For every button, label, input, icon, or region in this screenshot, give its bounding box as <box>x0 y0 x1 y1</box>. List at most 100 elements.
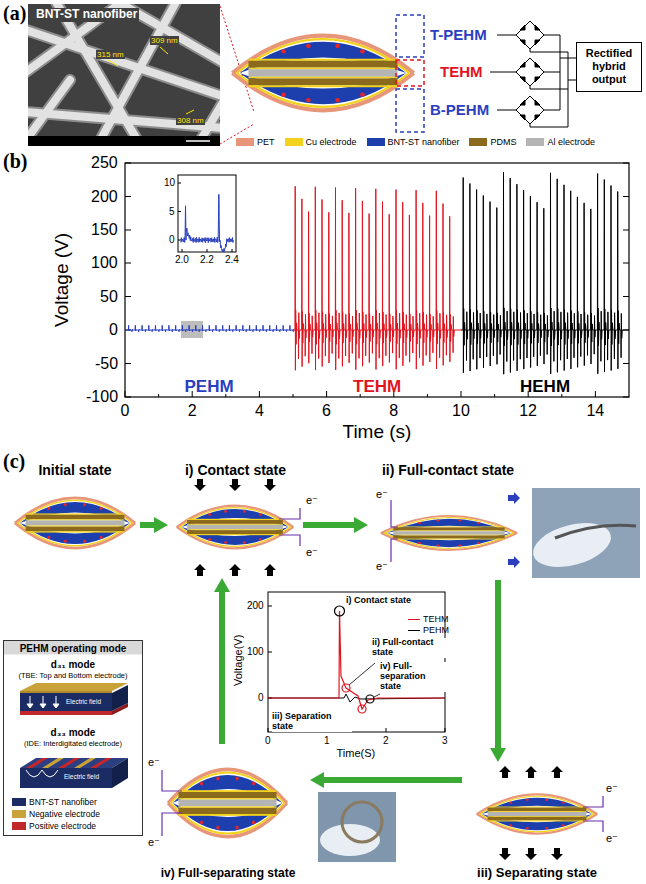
state-illustrations <box>162 813 182 836</box>
device-illustration <box>232 36 413 111</box>
inset-tick: 2.2 <box>200 254 214 266</box>
axis-title: Voltage (V) <box>51 233 73 327</box>
state-illustrations <box>551 766 563 778</box>
axis-tick: 12 <box>519 402 537 420</box>
electron-label: e⁻ <box>376 560 388 573</box>
state-illustrations <box>279 508 300 546</box>
state-illustrations <box>194 479 206 491</box>
state-illustrations <box>264 564 276 576</box>
state-illustrations <box>279 535 300 546</box>
state-illustration: iv) Full-separating state <box>146 744 310 880</box>
state-illustrations <box>177 506 293 549</box>
state-illustrations <box>15 498 135 548</box>
state-illustrations <box>162 770 182 791</box>
inset-chart <box>268 592 445 732</box>
dimension-label: 308 nm <box>176 116 205 125</box>
rectifier-circuit <box>568 80 576 81</box>
state-illustrations <box>194 564 206 576</box>
sem-image <box>28 136 220 146</box>
module-label: T-PEHM <box>430 26 487 43</box>
axis-tick: 1 <box>324 735 330 747</box>
state-title: Initial state <box>10 462 140 478</box>
state-illustrations <box>508 492 520 568</box>
mode-panel-art <box>4 641 143 789</box>
legend-text: Positive electrode <box>29 821 96 831</box>
axis-tick: 0 <box>121 402 130 420</box>
axis-tick: 0 <box>258 692 264 704</box>
state-illustrations <box>168 769 287 836</box>
rectifier-circuit <box>530 49 568 52</box>
legend-item: Positive electrode <box>12 821 96 831</box>
electron-label: e⁻ <box>306 546 318 559</box>
inset-tick: 2.0 <box>175 254 189 266</box>
axis-tick: 100 <box>91 254 118 272</box>
device-illustration <box>253 109 271 127</box>
axis-tick: 3 <box>442 735 448 747</box>
legend-item: BNT-ST nanofiber <box>367 137 460 147</box>
mode-panel-art <box>26 770 58 777</box>
rectifier-circuit <box>544 35 560 36</box>
sem-image <box>28 4 220 146</box>
legend-item: Cu electrode <box>285 137 357 147</box>
mode-panel-art <box>27 696 59 708</box>
sem-image <box>186 140 210 142</box>
electron-label: e⁻ <box>606 832 618 845</box>
inset-chart <box>358 705 366 713</box>
state-illustrations <box>583 796 603 832</box>
voltage-plot <box>181 194 233 252</box>
inset-chart <box>268 606 445 732</box>
module-label: TEHM <box>440 63 483 80</box>
output-box: Rectified hybrid output <box>576 42 642 92</box>
axis-tick: -100 <box>86 388 118 406</box>
legend-text: Al electrode <box>547 137 595 147</box>
state-illustrations <box>318 792 396 862</box>
legend-text: BNT-ST nanofiber <box>29 797 97 807</box>
state-title: i) Contact state <box>168 462 303 478</box>
sem-image <box>108 60 118 66</box>
state-title: ii) Full-contact state <box>368 462 528 478</box>
sem-image <box>186 110 194 114</box>
panel-letter: (b) <box>3 150 27 173</box>
inset-chart <box>268 606 445 732</box>
module-brackets <box>396 15 424 132</box>
legend-item: Negative electrode <box>12 809 100 819</box>
panel-text: d₃₁ mode <box>4 659 142 670</box>
axis-tick: 4 <box>255 402 264 420</box>
voltage-plot <box>125 163 629 397</box>
legend-text: Cu electrode <box>306 137 357 147</box>
state-illustrations <box>528 515 616 574</box>
mode-panel-art <box>20 768 112 788</box>
state-illustrations <box>229 479 241 491</box>
sem-image <box>160 47 168 54</box>
legend-swatch <box>12 810 26 818</box>
state-illustration: ii) Full-contact state <box>368 462 528 580</box>
axis-tick: 8 <box>389 402 398 420</box>
state-illustrations <box>391 500 398 562</box>
state-arrow <box>303 522 354 528</box>
state-illustrations <box>342 802 382 842</box>
legend-item: Al electrode <box>526 137 595 147</box>
axis-tick: 250 <box>91 154 118 172</box>
legend-item: TEHM <box>408 614 449 624</box>
axis-tick: 200 <box>247 600 264 612</box>
mode-panel-art <box>40 704 46 708</box>
axis-tick: 100 <box>247 646 264 658</box>
mode-panel-art <box>90 758 112 768</box>
module-brackets <box>396 89 424 132</box>
legend-text: BNT-ST nanofiber <box>388 137 460 147</box>
legend-text: PET <box>257 137 275 147</box>
panel-heading: PEHM operating mode <box>4 643 142 654</box>
electron-label: e⁻ <box>148 836 160 849</box>
axis-tick: 50 <box>100 288 118 306</box>
axis-title: Time (s) <box>343 421 412 443</box>
state-illustrations <box>391 539 398 562</box>
mode-panel-art <box>112 758 128 788</box>
legend-text: PDMS <box>490 137 516 147</box>
electron-label: e⁻ <box>306 494 318 507</box>
legend-swatch <box>236 138 254 146</box>
rectifier-circuit <box>530 86 568 89</box>
state-illustrations <box>264 479 276 491</box>
state-illustrations <box>551 848 563 860</box>
